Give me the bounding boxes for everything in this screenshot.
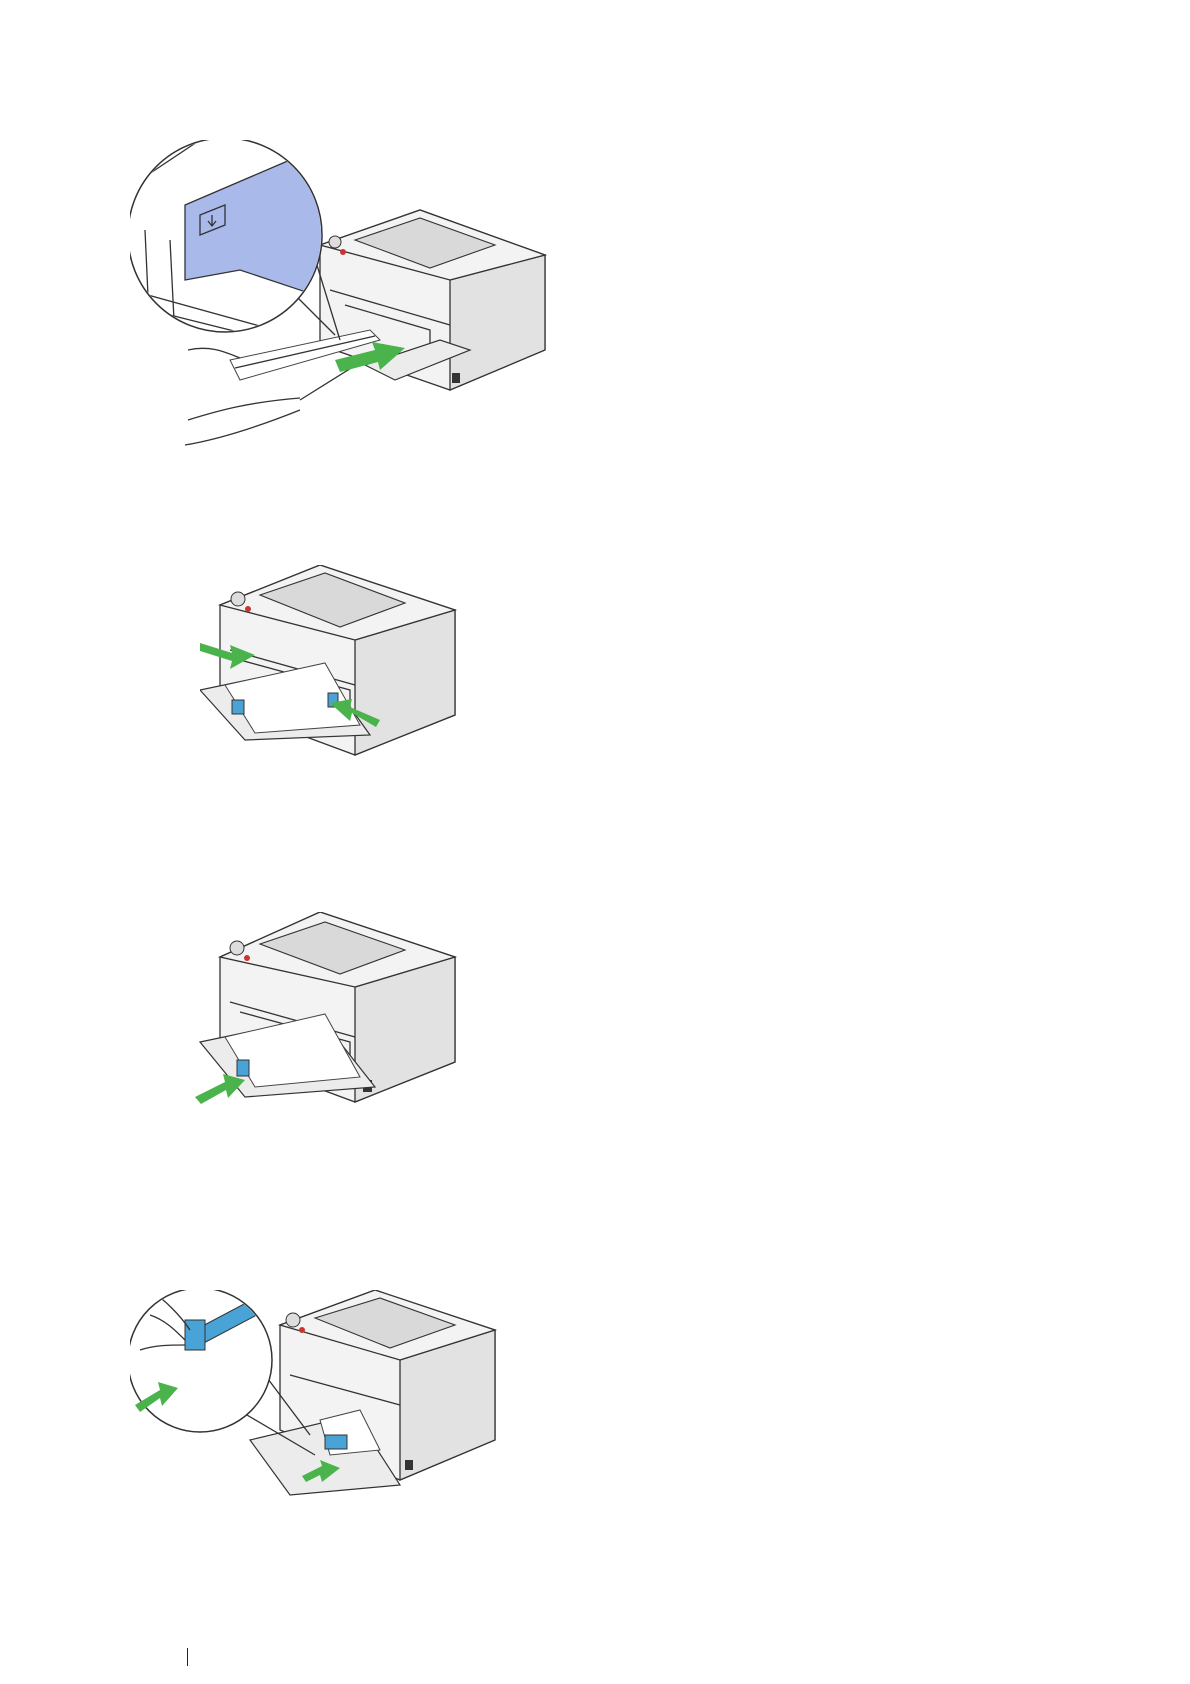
paper-stack: [185, 330, 380, 445]
figure-load-paper: [130, 140, 600, 490]
page-footer-rule: [187, 1648, 188, 1666]
figure-width-guides: [200, 565, 500, 795]
page-number: [150, 1648, 180, 1666]
figure-extend-tray: [130, 1290, 550, 1520]
printer-illustration: [250, 1290, 495, 1495]
figure-length-guide: [195, 912, 500, 1142]
printer-illustration: [200, 912, 455, 1102]
magnified-guide-detail: [130, 140, 340, 355]
push-arrow: [195, 1074, 245, 1104]
